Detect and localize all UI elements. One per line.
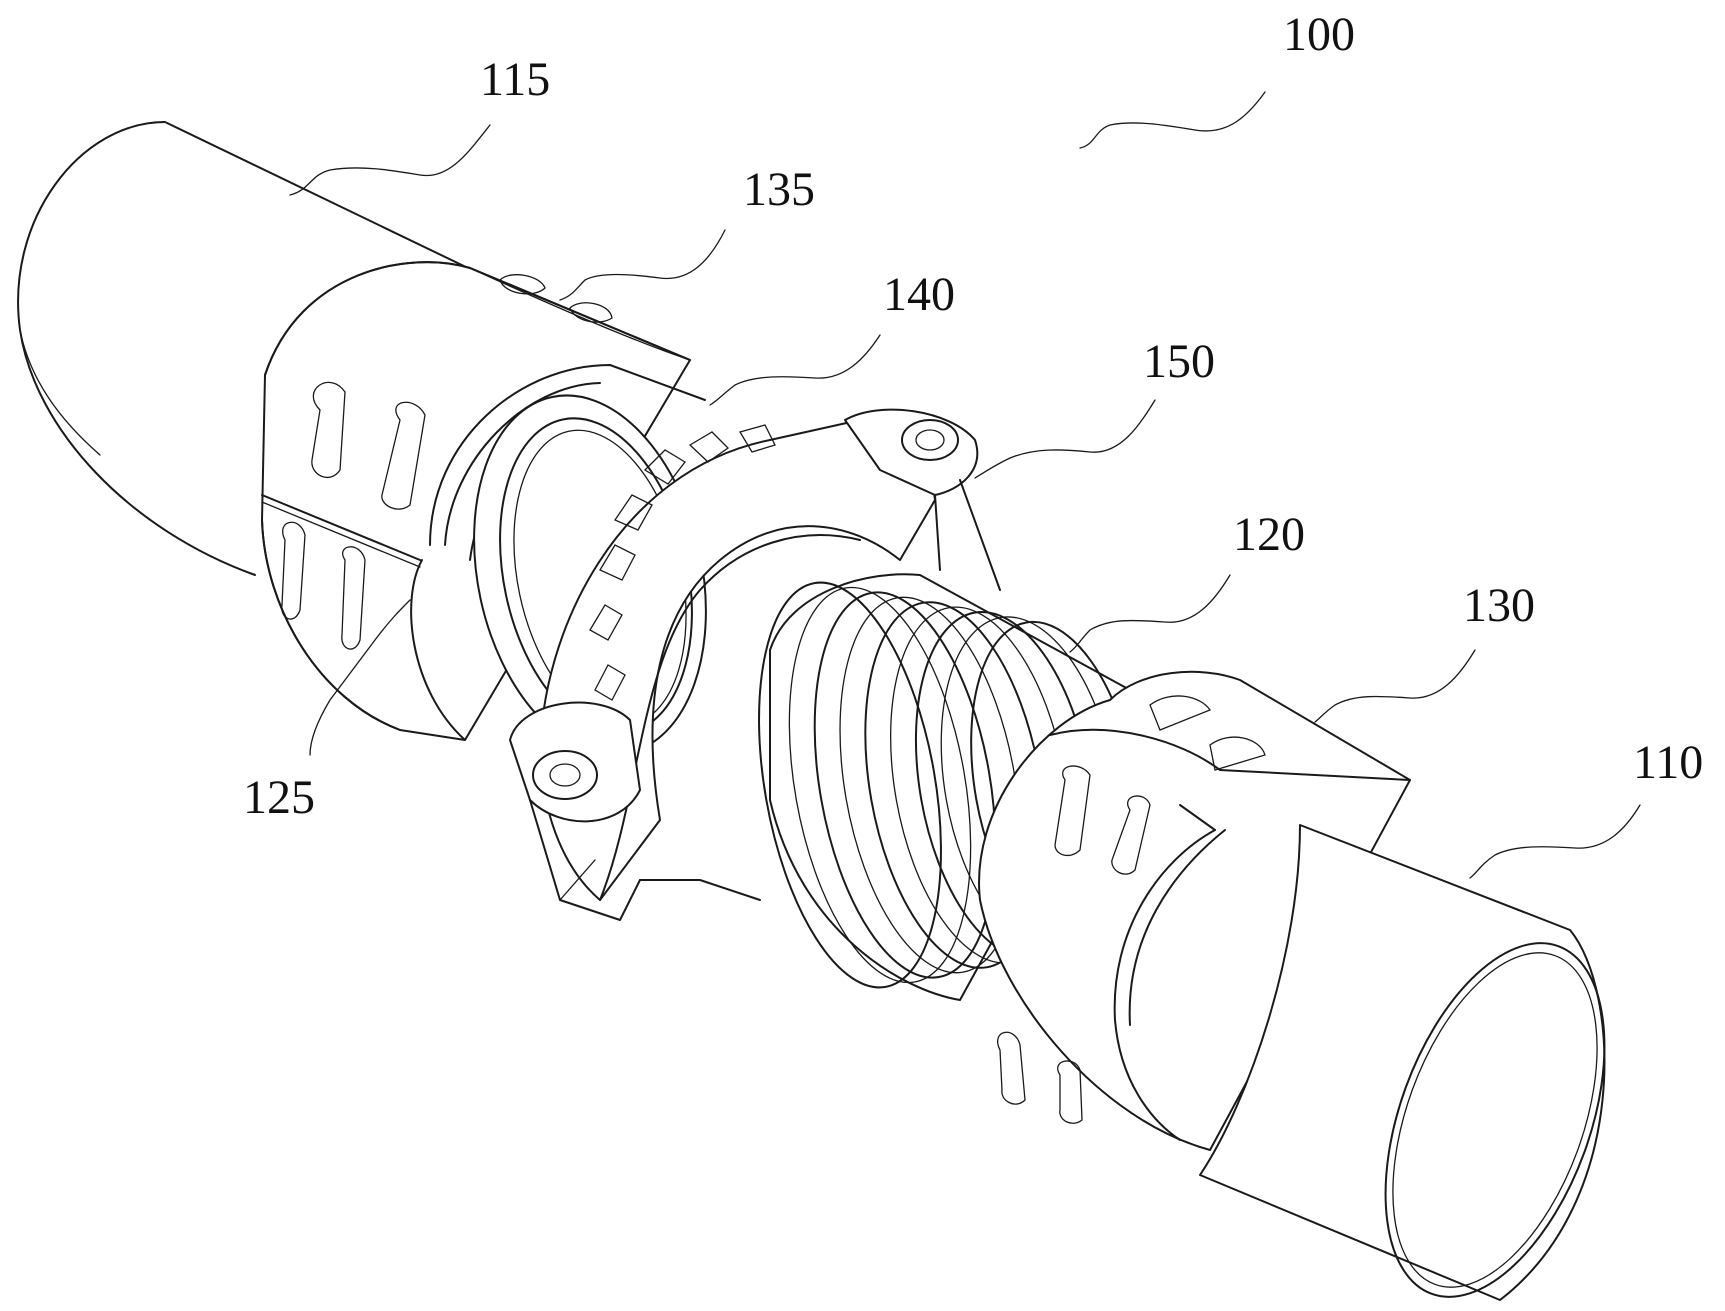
leader-110: [1469, 804, 1641, 879]
right-collar: [978, 670, 1411, 1151]
label-130: 130: [1463, 579, 1535, 632]
leader-125: [309, 599, 411, 756]
label-125: 125: [243, 771, 315, 824]
leader-lines: [289, 91, 1641, 879]
left-pipe: [17, 121, 469, 576]
leader-140: [709, 334, 881, 406]
right-pipe: [1199, 824, 1606, 1301]
leader-135: [559, 229, 726, 301]
label-110: 110: [1633, 736, 1703, 789]
clamp: [509, 408, 1001, 921]
label-115: 115: [480, 53, 550, 106]
leader-130: [1314, 649, 1476, 723]
label-100: 100: [1283, 8, 1355, 61]
label-135: 135: [743, 163, 815, 216]
label-140: 140: [883, 268, 955, 321]
leader-150: [974, 399, 1156, 479]
reference-labels: 100 115 135 140 150 120 130 110 125: [243, 8, 1703, 824]
label-150: 150: [1143, 335, 1215, 388]
label-120: 120: [1233, 508, 1305, 561]
leader-115: [289, 124, 491, 196]
leader-120: [1069, 574, 1231, 653]
leader-100: [1079, 91, 1266, 149]
